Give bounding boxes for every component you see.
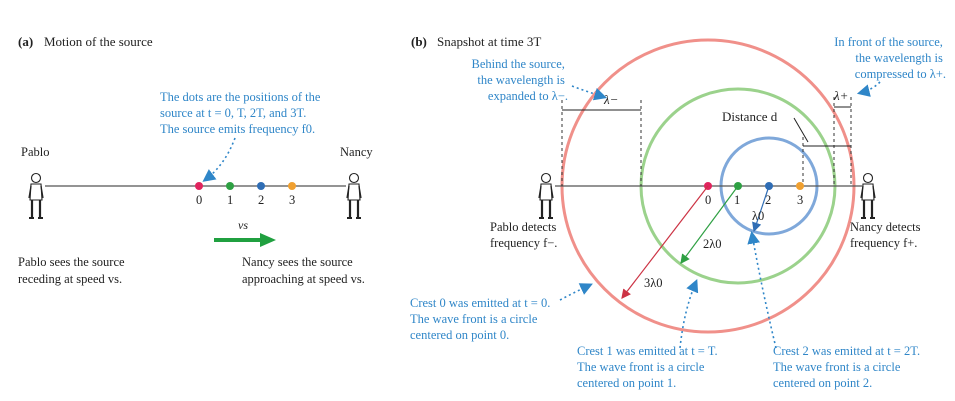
panel-b-label: (b) xyxy=(411,34,427,49)
panel-a-title: Motion of the source xyxy=(44,34,153,49)
pablo-caption: Pablo sees the source receding at speed … xyxy=(18,255,128,286)
panel-b-dot-label-2: 2 xyxy=(765,193,771,207)
panel-a-dot-1 xyxy=(226,182,234,190)
panel-a-dot-label-2: 2 xyxy=(258,193,264,207)
panel-a-dot-label-1: 1 xyxy=(227,193,233,207)
front-source-note: In front of the source, the wavelength i… xyxy=(834,35,946,81)
pablo-figure-b xyxy=(537,172,555,220)
behind-source-note: Behind the source, the wavelength is exp… xyxy=(471,57,568,103)
panel-b-dot-label-1: 1 xyxy=(734,193,740,207)
crest-0-arrow xyxy=(559,283,593,301)
radius-arrow-3lambda0 xyxy=(621,185,709,299)
behind-note-arrow xyxy=(571,85,608,101)
panel-a-dot-label-3: 3 xyxy=(289,193,295,207)
crest-0-note: Crest 0 was emitted at t = 0. The wave f… xyxy=(410,296,553,342)
panel-a-note-arrow xyxy=(202,137,236,182)
panel-a-label: (a) xyxy=(18,34,33,49)
lambda-plus-label: λ+ xyxy=(833,88,848,103)
pablo-figure-a xyxy=(27,172,45,220)
panel-a-dot-label-0: 0 xyxy=(196,193,202,207)
panel-a-dot-3 xyxy=(288,182,296,190)
velocity-arrow-head xyxy=(260,233,276,247)
panel-b-title: Snapshot at time 3T xyxy=(437,34,541,49)
radius-arrow-lambda0 xyxy=(752,185,770,233)
nancy-caption: Nancy sees the source approaching at spe… xyxy=(242,255,365,286)
crest-1-arrow xyxy=(679,279,699,349)
panel-b-dot-3 xyxy=(796,182,804,190)
nancy-figure-b xyxy=(859,172,877,220)
panel-a-dot-2 xyxy=(257,182,265,190)
radius-label-3lambda0: 3λ0 xyxy=(644,276,663,290)
crest-2-arrow xyxy=(747,230,777,349)
nancy-figure-a xyxy=(345,172,363,220)
distance-label: Distance d xyxy=(722,109,778,124)
nancy-detects: Nancy detects frequency f+. xyxy=(850,220,924,250)
crest-2-note: Crest 2 was emitted at t = 2T. The wave … xyxy=(773,344,923,390)
panel-b-dot-label-3: 3 xyxy=(797,193,803,207)
radius-arrow-2lambda0 xyxy=(680,185,739,264)
pablo-label-a: Pablo xyxy=(21,145,49,159)
panel-b-dot-label-0: 0 xyxy=(705,193,711,207)
wavelength-guides xyxy=(561,97,852,186)
lambda-minus-label: λ− xyxy=(603,92,618,107)
pablo-detects: Pablo detects frequency f−. xyxy=(490,220,559,250)
radius-label-2lambda0: 2λ0 xyxy=(703,237,722,251)
distance-pointer xyxy=(793,117,809,143)
radius-label-lambda0: λ0 xyxy=(752,209,764,223)
front-note-arrow xyxy=(856,81,881,97)
panel-a-dot-0 xyxy=(195,182,203,190)
crest-1-note: Crest 1 was emitted at t = T. The wave f… xyxy=(577,344,721,390)
panel-a-note: The dots are the positions of the source… xyxy=(160,90,324,136)
velocity-label: vs xyxy=(238,218,248,232)
nancy-label-a: Nancy xyxy=(340,145,373,159)
